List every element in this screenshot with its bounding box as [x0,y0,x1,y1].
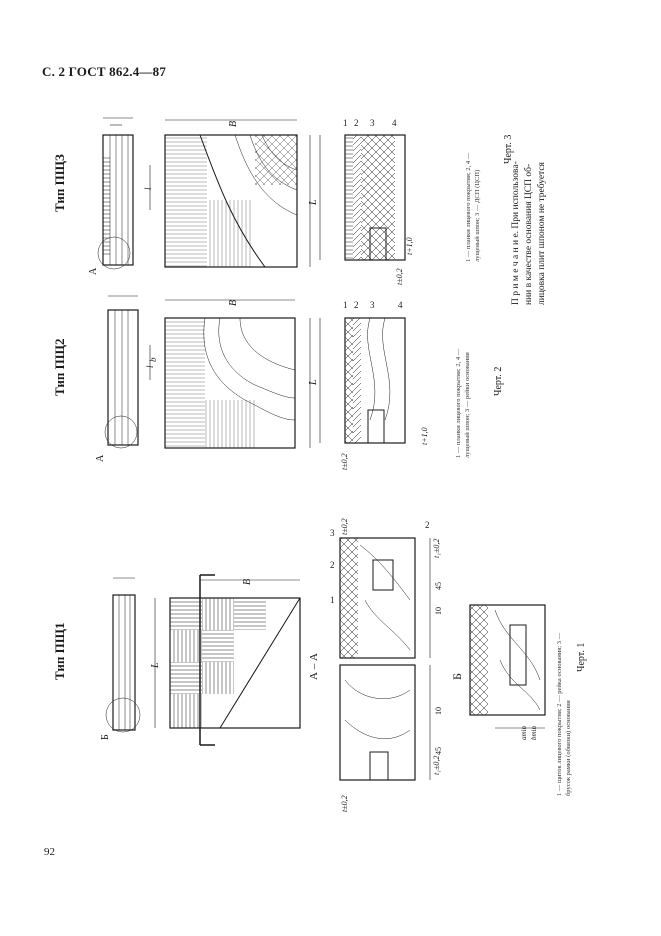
pshch2-plan-view [149,299,311,449]
dim-L-pshch1: L [150,662,161,668]
dim-t1-pshch1-top: t₁±0,2 [432,538,441,558]
dim-L-pshch2: L [308,379,319,385]
callout-1-pshch1: 1 [330,595,335,605]
legend-fig1-line2: брусок рамки (обвязки) основания [565,700,572,796]
callout-2-pshch2: 2 [354,300,359,310]
pshch2-section-view [319,317,406,444]
note-line-2: нии в качестве основания ЦСП об- [524,163,534,305]
pshch1-plan-view [154,574,301,746]
callout-4-pshch2: 4 [398,300,403,310]
dim-L-pshch3: L [308,199,319,205]
legend-fig1-line1: 1 — щиток лицевого покрытия; 2 — рейка о… [556,632,563,796]
pshch1-detail-B [469,604,546,729]
legend-fig3-line2: лущеный шпон; 3 — ДСП (ЦСП) [474,169,481,262]
dim-bmin: bmin [530,726,538,740]
dim-B-pshch1: B [242,578,253,585]
view-label-A-mid: А [95,454,106,462]
callout-2-pshch3: 2 [354,118,359,128]
view-label-B-bottom: Б [100,734,111,740]
callout-3-pshch2: 3 [370,300,375,310]
pshch1-section-AA [339,537,431,781]
pshch2-side-view [104,295,139,449]
dim-t1-pshch2: t+1,0 [420,427,429,445]
view-label-A-top: А [88,267,99,275]
dim-B-pshch3: B [228,120,239,127]
legend-fig3-line1: 1 — планки лицевого покрытия; 2, 4 — [465,152,472,262]
detail-label-B: Б [450,673,464,680]
dim-t-pshch3: t±0,2 [395,268,404,285]
pshch3-plan-view [149,119,311,268]
figure-caption-3: Черт. 3 [503,134,514,164]
page-header: С. 2 ГОСТ 862.4—87 [42,64,167,79]
callout-1-pshch3: 1 [343,118,348,128]
pshch3-section-view [319,134,406,261]
dim-amin: amin [520,726,528,740]
legend-fig2-line2: лущеный шпон; 3 — рейки основания [464,352,471,458]
pshch1-side-view [105,577,141,733]
dim-t1-pshch3: t+1,0 [405,237,414,255]
dim-10-bottom: 10 [434,707,443,715]
dim-t-pshch2: t±0,2 [340,453,349,470]
dim-B-pshch2: B [228,299,239,306]
dim-t-pshch1-top: t±0,2 [340,518,349,535]
legend-fig2-line1: 1 — планки лицевого покрытия; 2, 4 — [455,348,462,458]
dim-10-top: 10 [434,607,443,615]
dim-b-pshch2: b [148,357,158,363]
callout-2-right-pshch1: 2 [425,520,430,530]
callout-3-pshch3: 3 [370,118,375,128]
note-line-3: лицовка плит шпоном не требуется [537,162,547,305]
note-line-1: П р и м е ч а н и е. При использова- [511,161,521,305]
callout-1-pshch2: 1 [343,300,348,310]
callout-4-pshch3: 4 [392,118,397,128]
callout-3-pshch1: 3 [330,528,335,538]
dim-t-pshch1-bottom: t±0,2 [340,795,349,812]
type-title-pshch3: Тип ПЩЗ [52,154,67,212]
pshch3-side-view [97,117,134,270]
callout-2-pshch1: 2 [330,560,335,570]
figure-caption-1: Черт. 1 [576,642,587,672]
type-title-pshch2: Тип ПЩ2 [52,338,67,396]
dim-45-top: 45 [434,582,443,590]
page-number: 92 [44,846,55,858]
dim-t1-pshch1-bottom: t₁±0,2 [432,755,441,775]
dim-l-pshch2: l [145,365,155,368]
type-title-pshch1: Тип ПЩ1 [52,622,67,680]
dim-45-bottom: 45 [434,747,443,755]
dim-l-pshch3: l [143,187,153,190]
figure-caption-2: Черт. 2 [493,366,504,396]
section-label-AA: А – А [308,653,320,680]
